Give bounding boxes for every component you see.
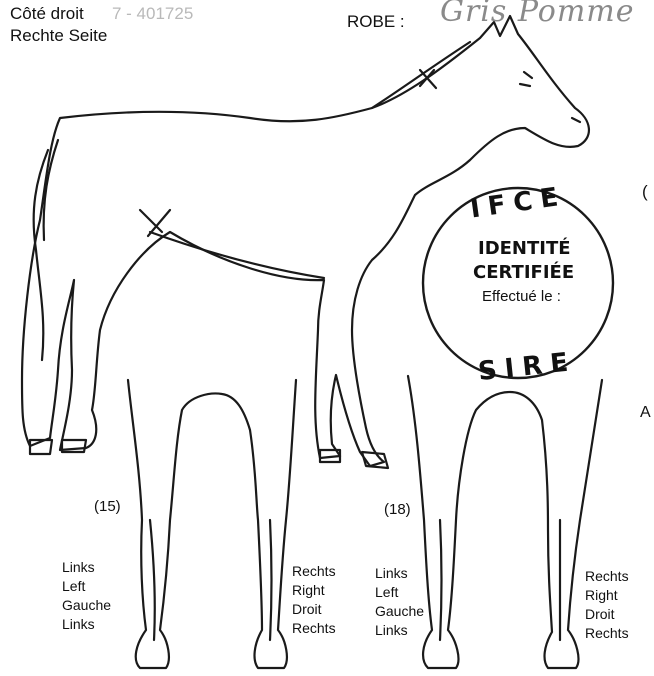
front-legs-number: (15) (94, 498, 121, 515)
id-number-fragment: 7 - 401725 (112, 4, 193, 24)
stamp-line-certifiee: CERTIFIÉE (473, 262, 574, 283)
robe-label: ROBE : (347, 12, 405, 32)
stamp-line-effectue: Effectué le : (482, 288, 561, 305)
label-line: Rechts (585, 624, 629, 643)
side-label-fr: Côté droit (10, 4, 84, 24)
hind-right-labels: Rechts Right Droit Rechts (585, 567, 629, 643)
label-line: Links (375, 564, 424, 583)
stamp-line-identite: IDENTITÉ (478, 238, 571, 259)
front-right-labels: Rechts Right Droit Rechts (292, 562, 336, 638)
label-line: Right (585, 586, 629, 605)
hind-left-labels: Links Left Gauche Links (375, 564, 424, 640)
label-line: Links (62, 615, 111, 634)
label-line: Left (62, 577, 111, 596)
robe-handwritten-value: Gris Pomme (440, 0, 635, 29)
front-left-labels: Links Left Gauche Links (62, 558, 111, 634)
edge-paren: ( (642, 182, 648, 202)
label-line: Links (62, 558, 111, 577)
label-line: Droit (292, 600, 336, 619)
label-line: Rechts (585, 567, 629, 586)
label-line: Right (292, 581, 336, 600)
side-label-de: Rechte Seite (10, 26, 107, 46)
hind-legs-outline (408, 376, 602, 668)
label-line: Gauche (375, 602, 424, 621)
label-line: Links (375, 621, 424, 640)
edge-letter-a: A (640, 404, 651, 422)
label-line: Droit (585, 605, 629, 624)
label-line: Rechts (292, 619, 336, 638)
label-line: Left (375, 583, 424, 602)
label-line: Gauche (62, 596, 111, 615)
label-line: Rechts (292, 562, 336, 581)
hind-legs-number: (18) (384, 501, 411, 518)
